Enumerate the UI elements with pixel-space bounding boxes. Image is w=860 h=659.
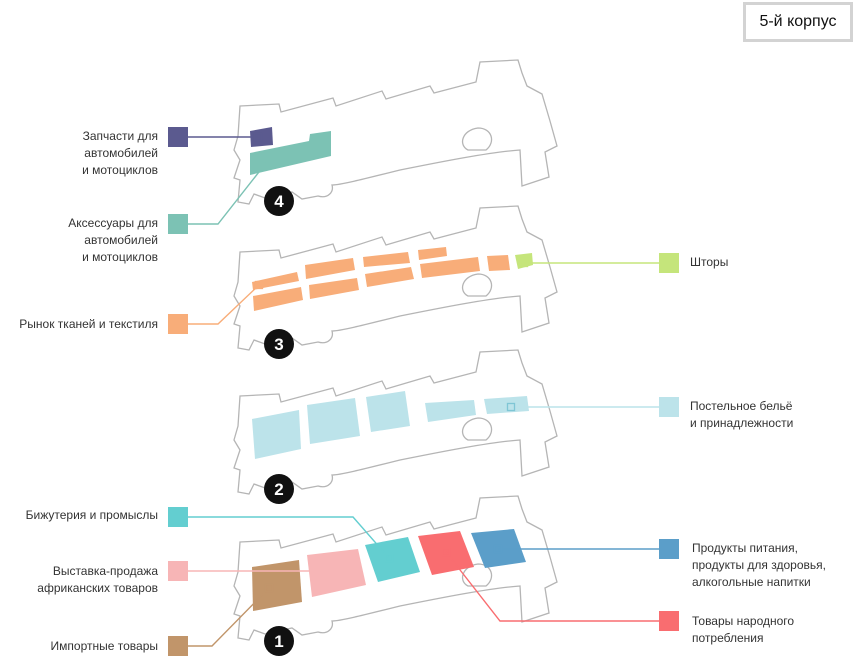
building-label: 5-й корпус <box>743 2 853 42</box>
zone-textile-5 <box>418 247 447 260</box>
swatch-bedding <box>659 397 679 417</box>
zone-textile-2 <box>252 272 299 290</box>
leader-marker-jewelry <box>384 553 394 563</box>
zone-bedding-14 <box>366 391 410 432</box>
leader-marker-bedding <box>506 402 516 412</box>
floor-4-outline-bump <box>461 127 493 151</box>
zone-textile-7 <box>309 278 359 299</box>
label-imported: Импортные товары <box>50 639 158 653</box>
swatch-african <box>168 561 188 581</box>
zone-textile-6 <box>253 287 303 311</box>
leader-marker-accessories <box>265 153 275 163</box>
zone-textile-10 <box>487 255 510 271</box>
zone-african-18 <box>307 549 366 597</box>
floor-number-2: 2 <box>274 480 283 499</box>
leader-marker-african <box>319 566 329 576</box>
zone-textile-9 <box>420 257 480 278</box>
zone-textile-4 <box>363 252 410 267</box>
zone-textile-8 <box>365 267 414 287</box>
swatch-accessories <box>168 214 188 234</box>
floor-number-4: 4 <box>274 192 284 211</box>
label-food: Продукты питания, продукты для здоровья,… <box>692 541 826 589</box>
leader-imported <box>188 587 270 647</box>
leader-marker-food <box>493 544 503 554</box>
zone-bedding-16 <box>484 396 529 414</box>
leader-marker-textile <box>254 280 264 290</box>
label-parts: Запчасти для автомобилей и мотоциклов <box>82 129 158 177</box>
swatch-jewelry <box>168 507 188 527</box>
swatch-curtains <box>659 253 679 273</box>
label-bedding: Постельное бельё и принадлежности <box>690 399 794 430</box>
zone-accessories-1 <box>250 131 331 175</box>
swatch-food <box>659 539 679 559</box>
zone-bedding-12 <box>252 410 301 459</box>
leader-textile <box>188 284 260 325</box>
swatch-imported <box>168 636 188 656</box>
floor-badge-3 <box>264 329 294 359</box>
swatch-parts <box>168 127 188 147</box>
floor-4-outline <box>233 59 558 205</box>
floor-3-outline-bump <box>461 273 493 297</box>
leader-jewelry <box>188 516 390 559</box>
zone-imported-17 <box>252 560 302 611</box>
label-textile: Рынок тканей и текстиля <box>19 317 158 331</box>
floor-badge-1 <box>264 626 294 656</box>
leader-marker-consumer <box>441 547 451 557</box>
zone-curtains-11 <box>515 253 533 269</box>
swatch-textile <box>168 314 188 334</box>
leader-marker-parts <box>253 132 263 142</box>
floor-number-1: 1 <box>274 632 283 651</box>
floor-2-outline-bump <box>461 417 493 441</box>
label-consumer: Товары народного потребления <box>692 614 795 645</box>
leader-consumer <box>445 551 659 622</box>
label-curtains: Шторы <box>690 255 729 269</box>
floor-number-3: 3 <box>274 335 283 354</box>
zone-textile-3 <box>305 258 355 279</box>
leader-marker-curtains <box>519 258 529 268</box>
floor-badge-4 <box>264 186 294 216</box>
label-jewelry: Бижутерия и промыслы <box>25 508 158 522</box>
zone-bedding-15 <box>425 400 476 422</box>
leader-marker-imported <box>264 583 274 593</box>
leader-accessories <box>188 157 271 225</box>
label-african: Выставка-продажа африканских товаров <box>37 564 158 595</box>
zone-bedding-13 <box>307 398 360 444</box>
label-accessories: Аксессуары для автомобилей и мотоциклов <box>68 216 158 264</box>
swatch-consumer <box>659 611 679 631</box>
floor-badge-2 <box>264 474 294 504</box>
